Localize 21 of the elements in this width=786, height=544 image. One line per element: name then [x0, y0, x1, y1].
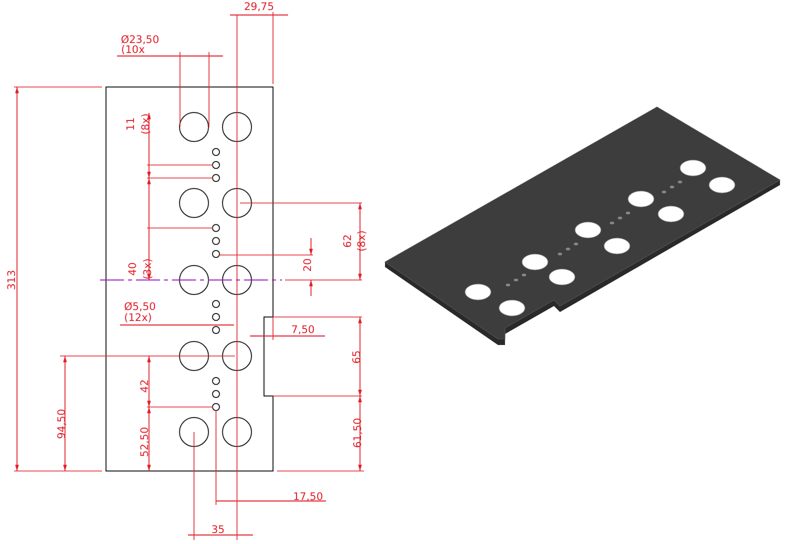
dimension-value: 20: [302, 258, 314, 272]
dimension-value: (3x): [142, 258, 154, 280]
dimension-value: 11: [124, 117, 137, 131]
dimension-value: (12x): [124, 312, 152, 324]
dimension-value: 65: [350, 350, 363, 364]
dimension-value: (8x): [140, 113, 152, 135]
dimension-value: 35: [211, 524, 225, 536]
dimension-value: Ø5,50: [124, 300, 156, 313]
dimension-value: 17,50: [292, 490, 324, 503]
dimension-value: Ø23,50: [120, 34, 160, 46]
dimension-value: 52,50: [138, 426, 151, 458]
dimension-value: 313: [6, 270, 18, 290]
dimension-value: 29,75: [244, 0, 274, 13]
dimension-value: 62: [342, 234, 354, 248]
dimension-value: 7,50: [291, 324, 315, 336]
dimension-value: (10x: [121, 44, 145, 56]
dimension-value: 40: [126, 262, 139, 276]
dimension-value: 42: [138, 379, 151, 393]
dimension-value: 94,50: [56, 408, 68, 440]
dimension-value: 61,50: [352, 418, 364, 448]
dimension-value: (8x): [356, 230, 368, 252]
